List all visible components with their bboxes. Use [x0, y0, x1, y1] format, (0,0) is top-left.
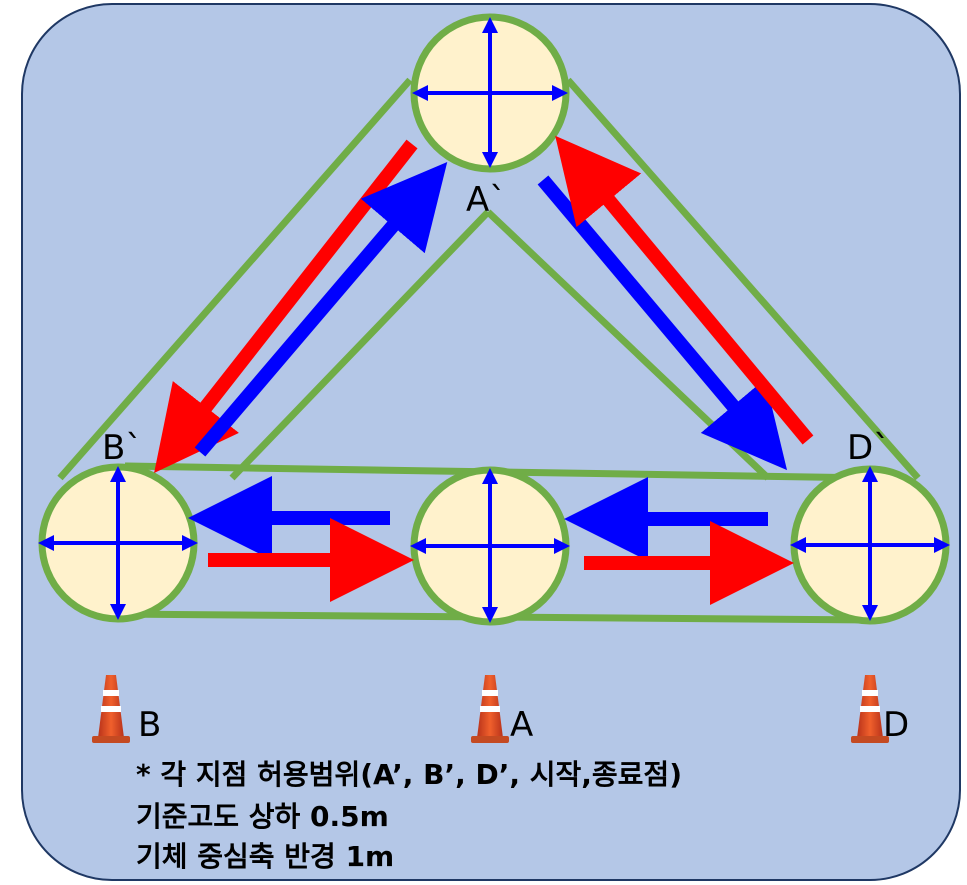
cone-label-b: B	[138, 705, 161, 745]
note-line-3: 기체 중심축 반경 1m	[136, 840, 394, 873]
tolerance-crosses	[38, 17, 950, 623]
note-line-2: 기준고도 상하 0.5m	[136, 800, 389, 833]
arrow-red-d-to-a	[555, 135, 814, 445]
note-line-1: * 각 지점 허용범위(A’, B’, D’, 시작,종료점)	[136, 758, 682, 791]
background-panel	[21, 3, 961, 881]
tolerance-notes: * 각 지점 허용범위(A’, B’, D’, 시작,종료점) 기준고도 상하 …	[136, 758, 682, 873]
track-left-outer	[57, 77, 413, 481]
cone-label-a: A	[510, 705, 533, 745]
arrow-blue-b-to-a	[194, 162, 448, 457]
label-a-prime: A`	[466, 180, 506, 220]
label-b-prime: B`	[102, 428, 142, 468]
traffic-cone-icon	[92, 675, 130, 743]
traffic-cone-icon	[471, 675, 509, 743]
track-left-inner	[229, 209, 491, 481]
traffic-cone-icon	[851, 675, 889, 743]
cone-d: D	[851, 675, 909, 745]
label-d-prime: D`	[847, 428, 890, 468]
cone-a: A	[471, 675, 533, 745]
cone-b: B	[92, 675, 161, 745]
cone-label-d: D	[883, 705, 909, 745]
flight-arrows	[154, 135, 814, 605]
